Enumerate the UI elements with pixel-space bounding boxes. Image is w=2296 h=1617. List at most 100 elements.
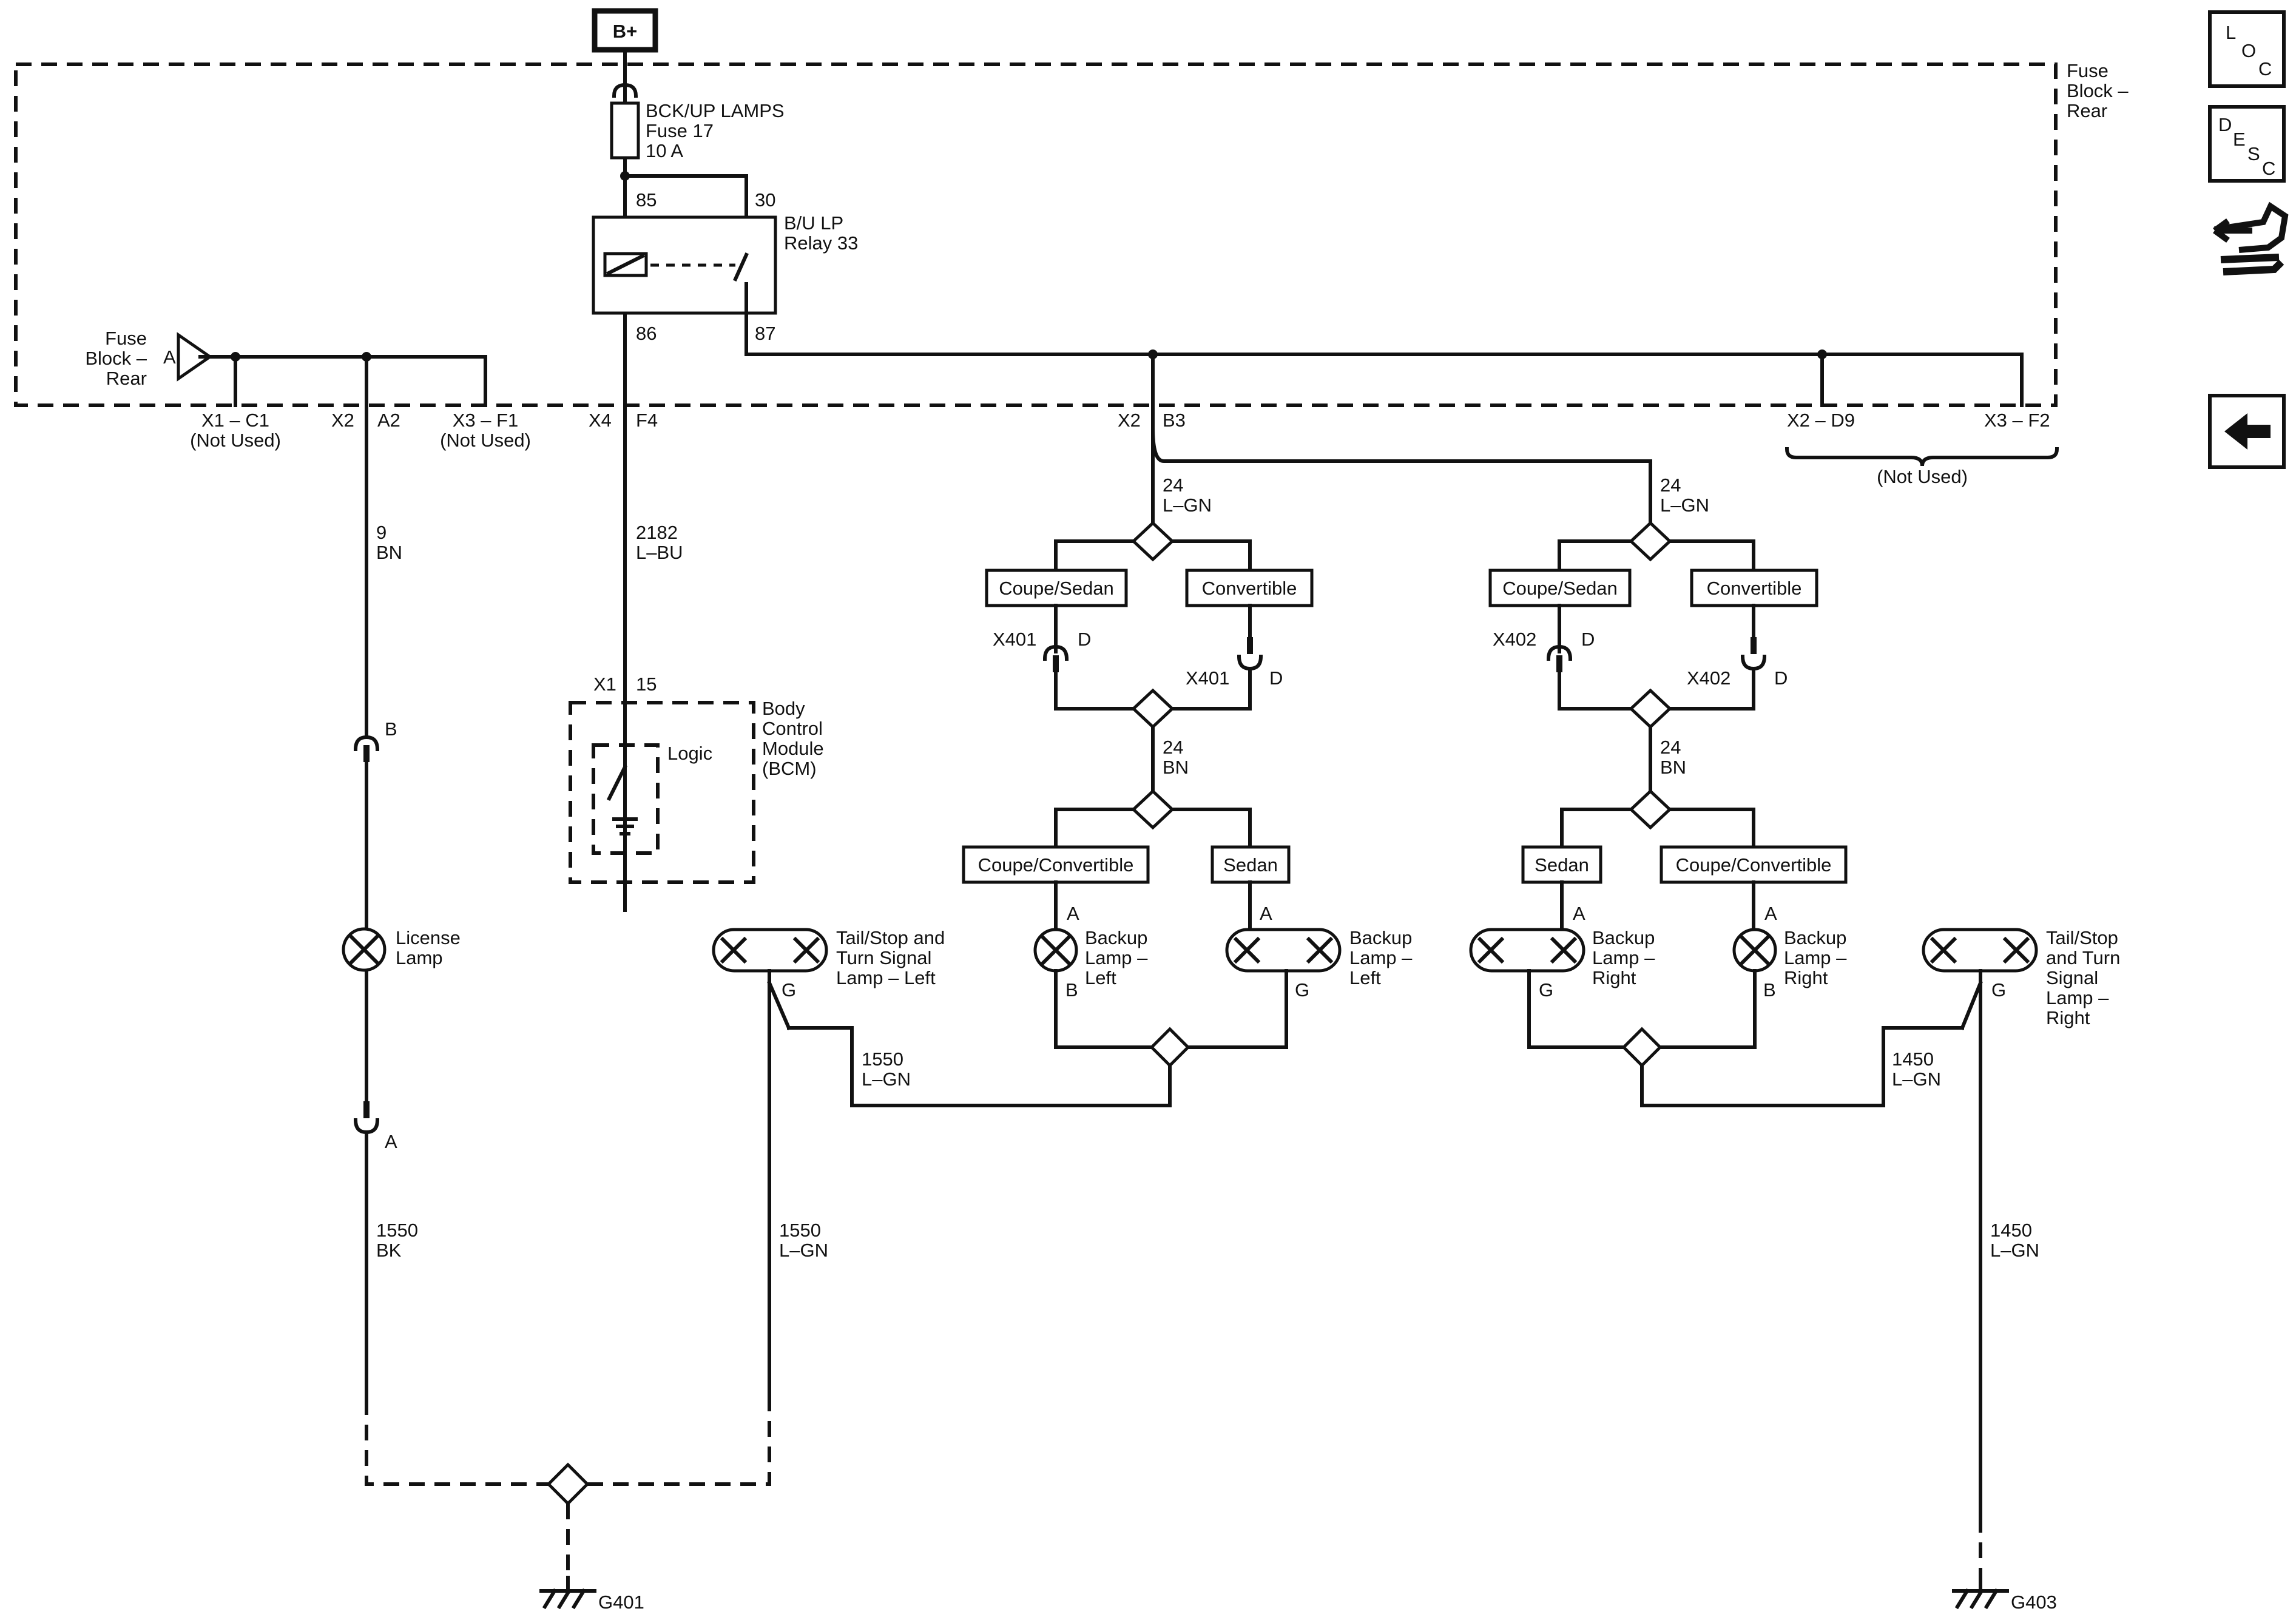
option-convertible-left xyxy=(1185,569,1314,607)
license-lamp-label-1: License xyxy=(396,927,461,948)
bcm-name-3: Module xyxy=(762,738,824,759)
g401-label: G401 xyxy=(598,1592,644,1613)
relay-pin-30: 30 xyxy=(755,189,775,211)
wire-24-right-main xyxy=(1150,426,1652,526)
license-lamp-x2 xyxy=(347,933,381,967)
backup-right-label-3: Right xyxy=(1592,967,1636,988)
fuse-ref-letter: A xyxy=(163,346,176,368)
backup-left-label-1: Backup xyxy=(1085,927,1147,948)
x4-label: X4 xyxy=(589,410,612,431)
option-split-left-2 xyxy=(1054,808,1252,849)
feed-connector-icon xyxy=(612,83,638,98)
x402-d-a: D xyxy=(1581,629,1595,650)
bcm-name-2: Control xyxy=(762,718,823,739)
relay-pin-87: 87 xyxy=(755,323,775,344)
backup-right2-label-3: Right xyxy=(1784,967,1828,988)
desc-button[interactable]: D E S C xyxy=(2208,105,2286,183)
option-coupe-sedan-right xyxy=(1488,569,1632,607)
connector-pin xyxy=(1751,637,1757,654)
option-convertible-left-text: Convertible xyxy=(1202,578,1297,599)
lamp-x xyxy=(1738,933,1772,967)
backup-lamp-left-sedan-icon xyxy=(1225,928,1342,973)
relay-pin-86: 86 xyxy=(636,323,657,344)
x2-b-label: X2 xyxy=(1118,410,1141,431)
x401-d-b: D xyxy=(1269,667,1283,689)
connector-b-pin xyxy=(363,745,370,762)
relay-label-2: Relay 33 xyxy=(784,232,858,254)
wire-24b-color: L–GN xyxy=(1660,495,1709,516)
fuse-block-title-1: Fuse xyxy=(2067,60,2109,81)
not-used-right: (Not Used) xyxy=(1877,466,1968,487)
wire-24c-color: BN xyxy=(1163,757,1189,778)
backup-right2-label-1: Backup xyxy=(1784,927,1846,948)
not-used-left: (Not Used) xyxy=(190,430,281,451)
pin-a-left: A xyxy=(1067,903,1079,924)
splice-left-upper-icon xyxy=(1131,521,1175,562)
fuse-label-2: Fuse 17 xyxy=(646,120,714,141)
back-arrow-button[interactable] xyxy=(2208,394,2286,469)
desc-letter-e: E xyxy=(2233,129,2246,150)
bcm-pin-label: 15 xyxy=(636,673,657,695)
wire-1450-top-num: 1450 xyxy=(1892,1048,1934,1070)
option-merge-left xyxy=(1054,668,1252,711)
connector-wrench-icon[interactable] xyxy=(2213,201,2289,275)
x402-label-a: X402 xyxy=(1493,629,1536,650)
connector-x401-d2-icon xyxy=(1237,654,1263,671)
ground-g401-icon xyxy=(539,1576,596,1610)
x402-label-b: X402 xyxy=(1687,667,1730,689)
backup-right2-label-2: Lamp – xyxy=(1784,947,1847,968)
fuse-block-outline xyxy=(14,62,2058,407)
x401-label-a: X401 xyxy=(993,629,1036,650)
desc-letter-c: C xyxy=(2262,158,2275,179)
pin-b-left: B xyxy=(1065,979,1078,1001)
x402-d-b: D xyxy=(1774,667,1788,689)
wire-9-color: BN xyxy=(376,542,402,563)
bcm-ground-icon xyxy=(612,817,638,836)
fuse-block-ref-a-icon xyxy=(177,332,213,382)
fuse-label-3: 10 A xyxy=(646,140,683,161)
fuse-ref-label-1: Fuse xyxy=(105,328,147,349)
splice-left-mid-icon xyxy=(1131,688,1175,729)
not-used-bracket xyxy=(1784,447,2059,467)
option-coupe-sedan-left-text: Coupe/Sedan xyxy=(999,578,1114,599)
option-coupe-sedan-right-text: Coupe/Sedan xyxy=(1502,578,1618,599)
x2-d9-label: X2 – D9 xyxy=(1787,410,1855,431)
option-coupe-convertible-right-text: Coupe/Convertible xyxy=(1676,854,1832,876)
lamp-x xyxy=(1550,936,1578,964)
pin-g-right: G xyxy=(1539,979,1553,1001)
g403-label: G403 xyxy=(2011,1592,2057,1613)
bcm-logic-box xyxy=(592,743,660,855)
tail-lamp-left-icon xyxy=(712,928,828,973)
splice-right-upper-icon xyxy=(1629,521,1672,562)
splice-right-mid-icon xyxy=(1629,688,1672,729)
connector-pin xyxy=(1053,655,1059,672)
desc-letter-s: S xyxy=(2247,143,2260,164)
splice-left-lower-icon xyxy=(1131,789,1175,830)
bcm-outline xyxy=(569,701,755,884)
option-sedan-right-text: Sedan xyxy=(1535,854,1589,876)
backup-right-label-1: Backup xyxy=(1592,927,1655,948)
backup-left2-label-3: Left xyxy=(1349,967,1381,988)
fuse-block-title-2: Block – xyxy=(2067,80,2129,101)
wire-1550-lgn-num: 1550 xyxy=(779,1220,821,1241)
wire-24c-num: 24 xyxy=(1163,737,1183,758)
x401-d-a: D xyxy=(1078,629,1091,650)
option-sedan-left-text: Sedan xyxy=(1223,854,1278,876)
loc-button[interactable]: L O C xyxy=(2208,10,2286,88)
wire xyxy=(1960,981,1983,1030)
lamp-x xyxy=(1306,936,1334,964)
backup-lamp-right-sedan-icon xyxy=(1469,928,1585,973)
fuse-17-icon xyxy=(610,101,640,160)
x2-label: X2 xyxy=(331,410,354,431)
wire-1550-bk-color: BK xyxy=(376,1240,402,1261)
g401-splice-icon xyxy=(546,1462,590,1506)
bcm-logic-label: Logic xyxy=(667,743,712,764)
fuse-label-1: BCK/UP LAMPS xyxy=(646,100,785,121)
connector-x401-d-icon xyxy=(1042,644,1069,661)
option-split-left xyxy=(1054,539,1252,572)
wire-1450-lgn-num: 1450 xyxy=(1990,1220,2032,1241)
connector-b-letter: B xyxy=(385,718,397,740)
wire-24b-num: 24 xyxy=(1660,474,1681,496)
relay-contact-icon xyxy=(733,252,749,282)
lamp-x xyxy=(1039,933,1073,967)
